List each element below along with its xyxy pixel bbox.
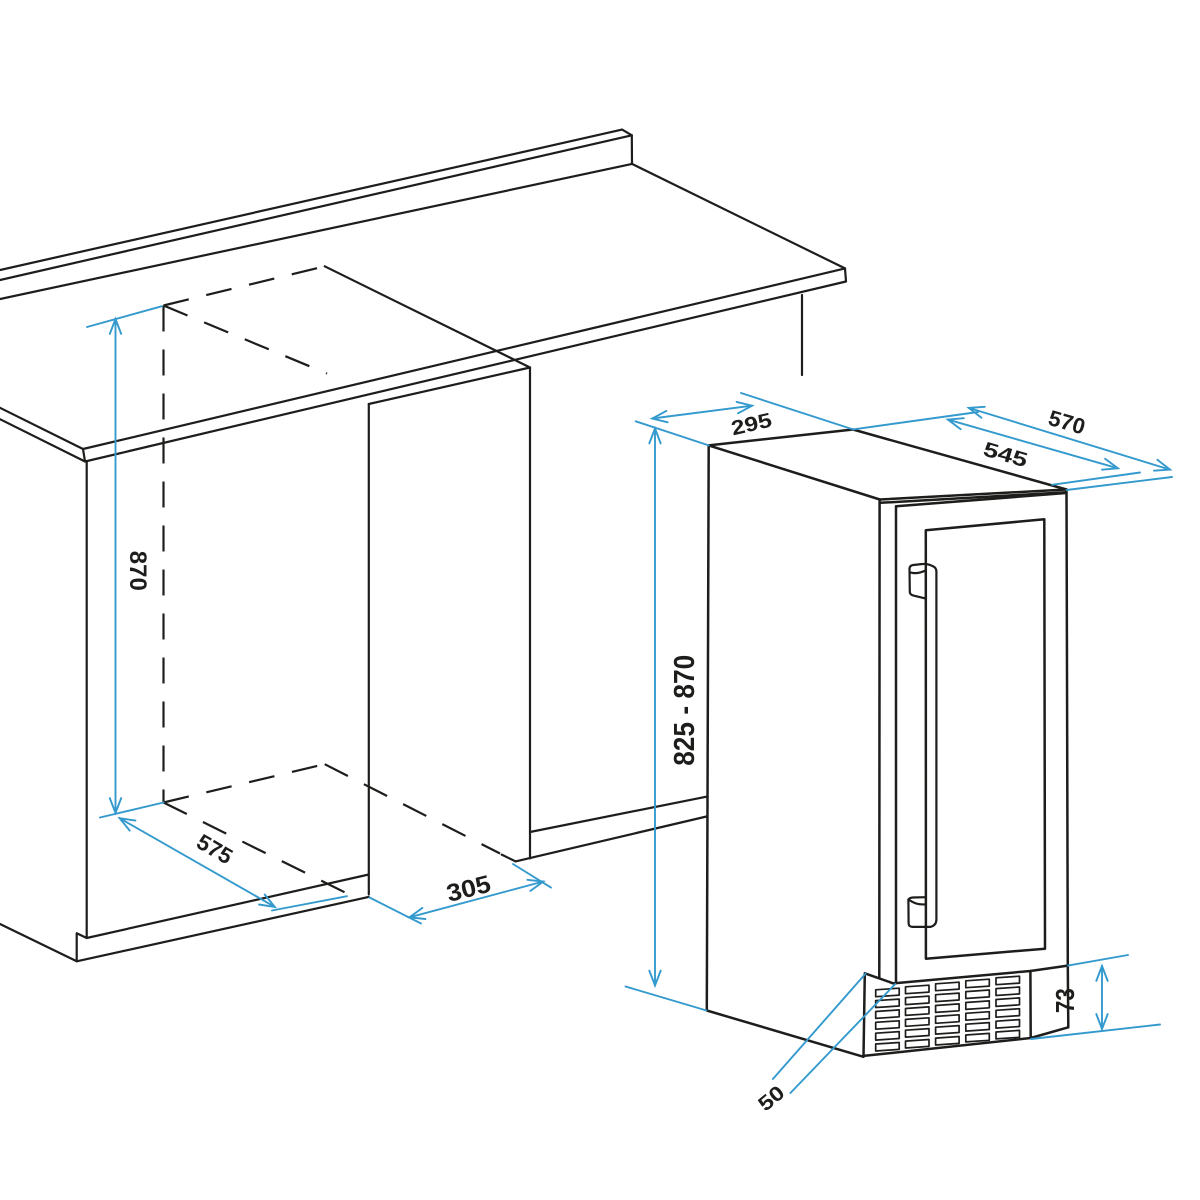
svg-text:305: 305 xyxy=(444,871,494,908)
svg-text:295: 295 xyxy=(729,409,774,441)
svg-text:50: 50 xyxy=(754,1081,789,1116)
svg-text:825 - 870: 825 - 870 xyxy=(668,655,700,766)
svg-text:73: 73 xyxy=(1052,988,1080,1013)
svg-text:870: 870 xyxy=(124,551,151,591)
